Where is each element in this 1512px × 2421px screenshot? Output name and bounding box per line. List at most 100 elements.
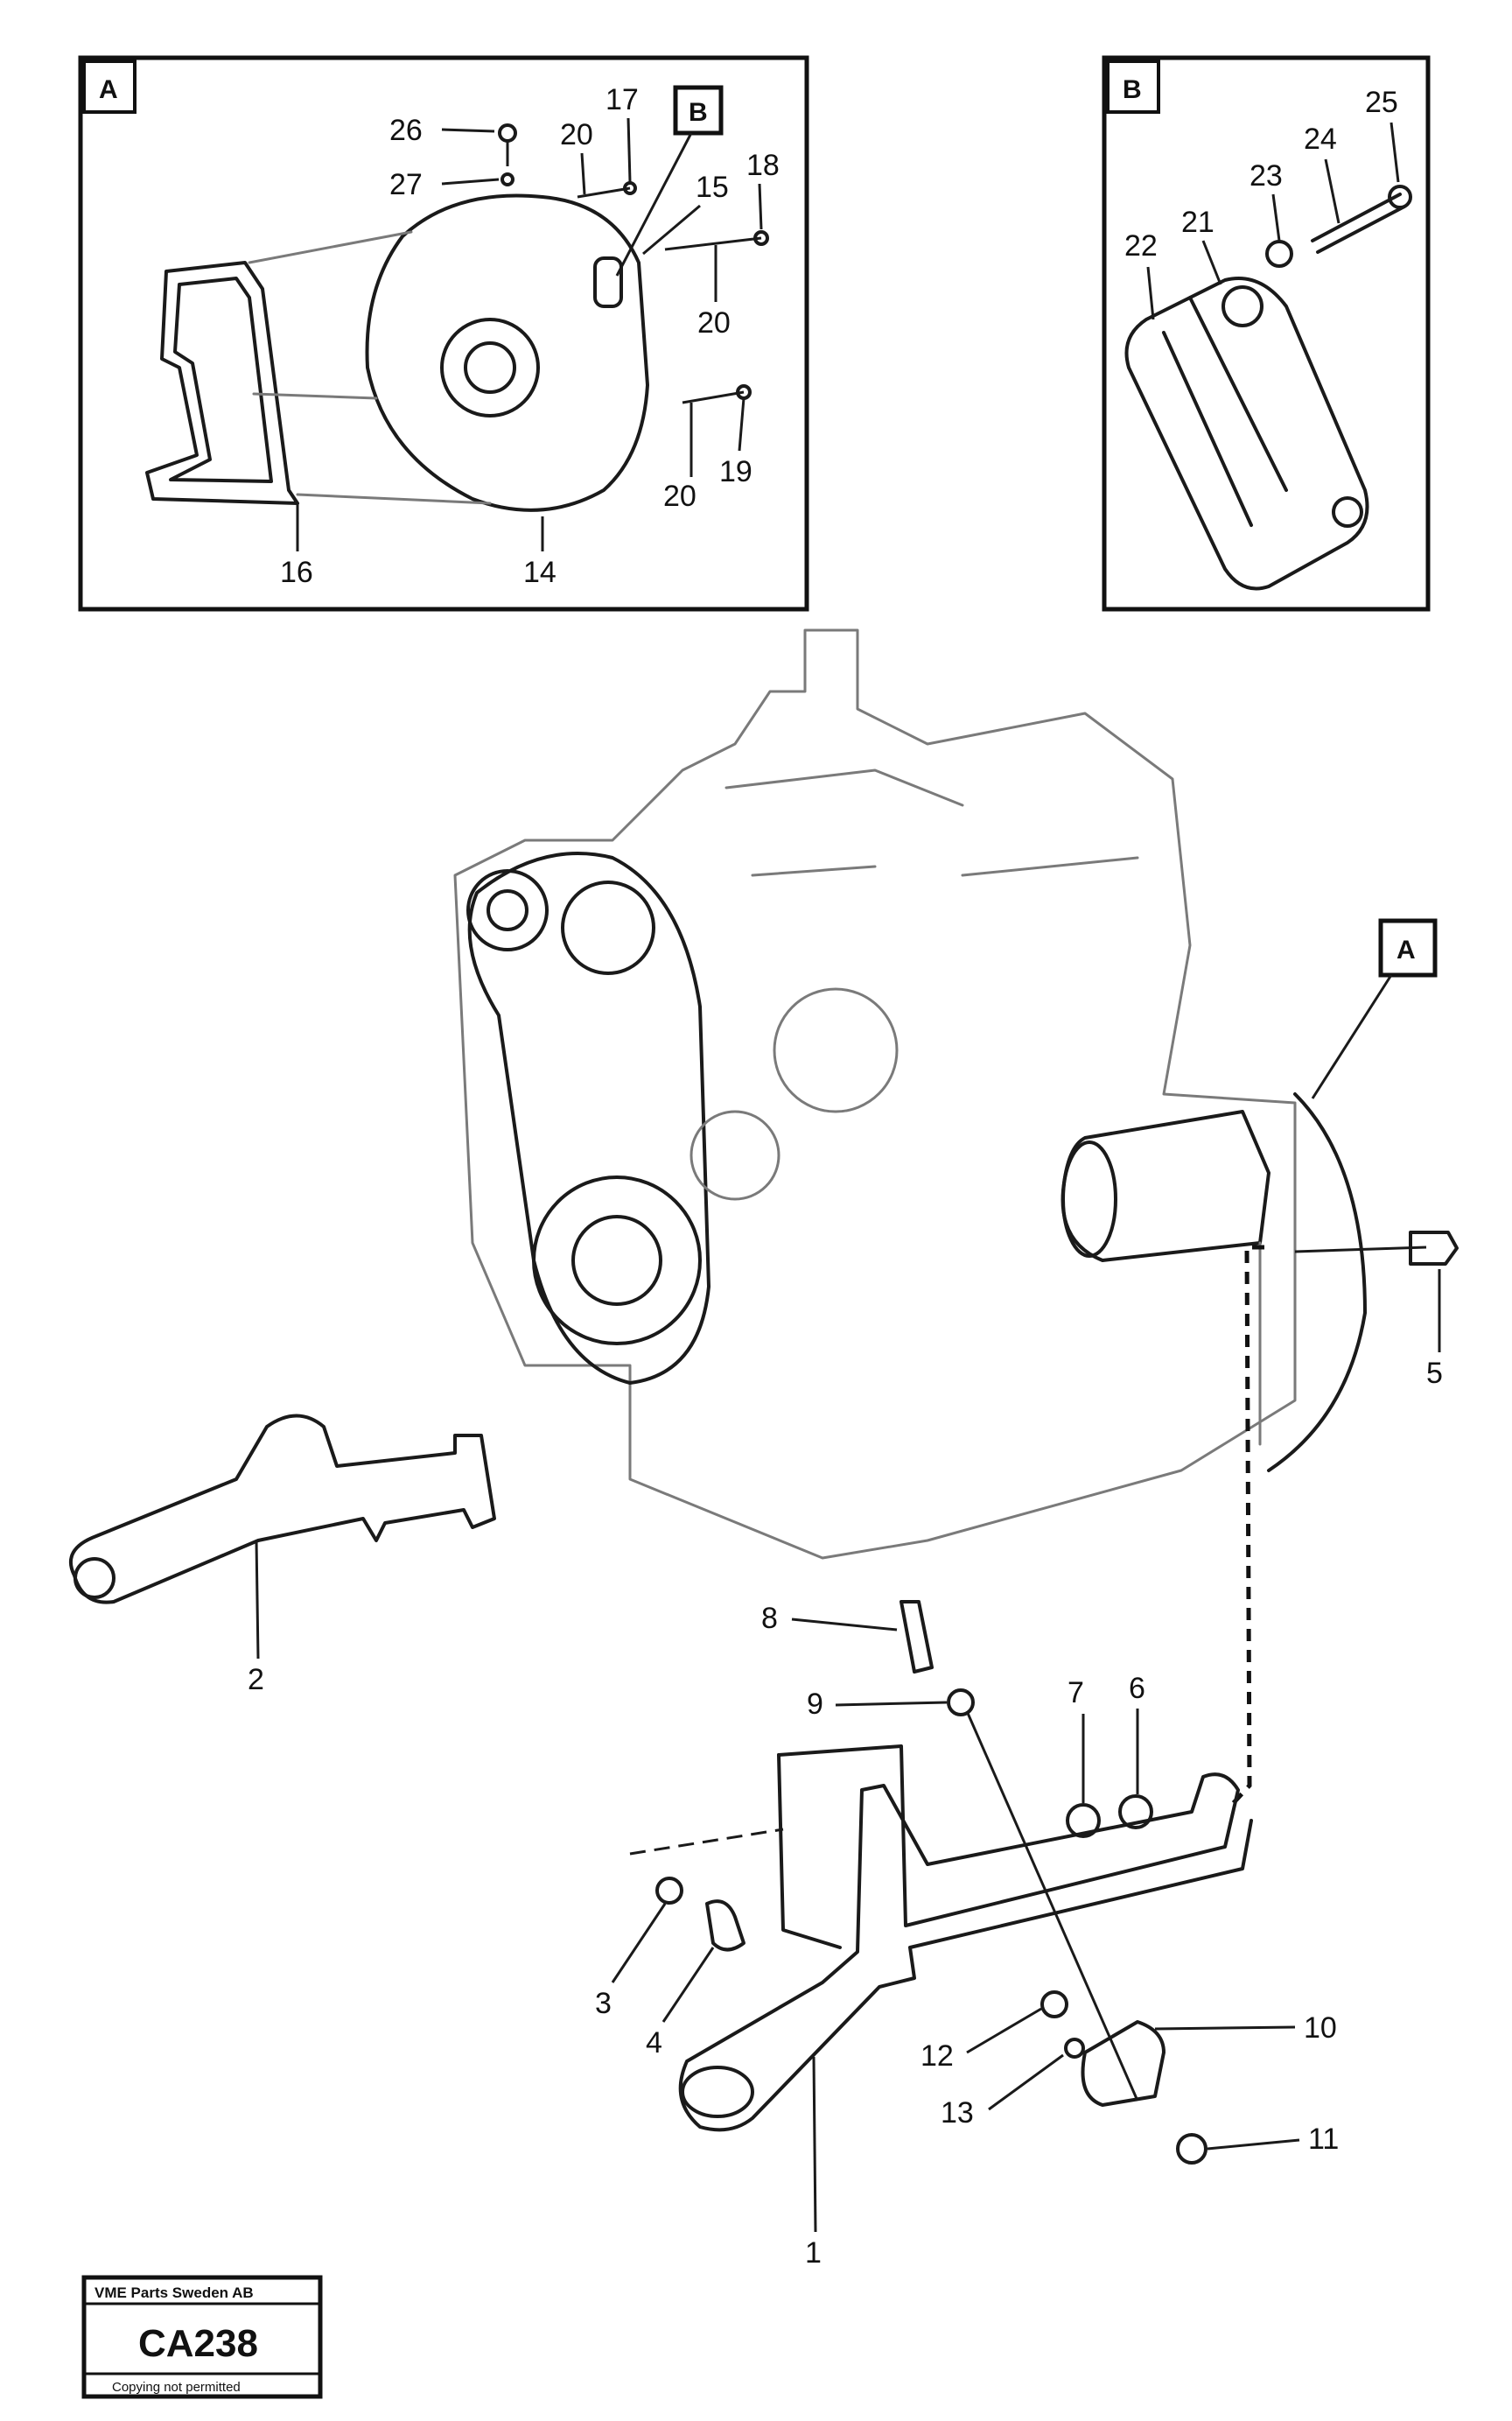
label-22: 22: [1124, 229, 1158, 263]
main-callout-a: A: [1311, 918, 1438, 1099]
cover-hole: [1332, 496, 1363, 528]
engine-block: [453, 628, 1367, 1560]
screw-26: [498, 123, 517, 143]
label-4: 4: [646, 2026, 662, 2060]
label-20-bottom: 20: [663, 480, 696, 513]
detail-a-panel: A B 26 27 20 17: [78, 55, 809, 612]
label-9: 9: [807, 1688, 823, 1721]
cover-body-edges: [1162, 296, 1288, 527]
idler-pulley: [690, 1110, 780, 1201]
assembly-dash-line: [1228, 1245, 1264, 1809]
detail-a-tag-box: [82, 60, 136, 114]
alternator: [1060, 1110, 1270, 1262]
engine-details: [724, 768, 1139, 877]
mount-bracket-1: [678, 1744, 1253, 2132]
detail-b-tag-box: [1106, 60, 1160, 114]
detail-a-labels: 26 27 20 17 15 18 20 16 14 20 19: [280, 83, 780, 589]
label-5: 5: [1426, 1357, 1443, 1390]
nut-7: [1066, 1803, 1101, 1838]
mount-bracket-2-eye: [74, 1557, 116, 1599]
label-26: 26: [389, 114, 423, 147]
tensioner-hub: [486, 889, 528, 931]
washer-13: [1064, 2038, 1085, 2059]
camshaft-pulley: [561, 881, 655, 975]
bolt-8: [900, 1600, 934, 1674]
detail-a-frame: [78, 55, 809, 612]
main-callout-a-leader: [1311, 974, 1393, 1099]
crankshaft-pulley: [532, 1175, 702, 1345]
label-7: 7: [1068, 1676, 1084, 1709]
label-11: 11: [1308, 2123, 1339, 2156]
gasket-16-inner: [169, 277, 273, 483]
detail-b-panel: B 25 24 23 21 22: [1102, 55, 1431, 612]
bolt-12: [1040, 1990, 1068, 2018]
label-18: 18: [746, 149, 780, 182]
washer-3: [655, 1877, 683, 1905]
bolt-18: [664, 236, 762, 251]
label-1: 1: [805, 2236, 822, 2270]
label-15: 15: [696, 171, 729, 204]
bolt-17: [577, 186, 631, 199]
stamp-frame: [81, 2275, 323, 2399]
mount-bracket-1-plate: [777, 1753, 842, 1949]
label-17: 17: [606, 83, 639, 116]
mount-bracket-1-eye: [681, 2066, 754, 2118]
label-24: 24: [1304, 123, 1337, 156]
main-labels: 5 2 8 9 7 6 3 4 10 12 13 11 1: [248, 1269, 1443, 2270]
bolt-18-head: [753, 230, 769, 246]
washer-27: [500, 172, 514, 186]
mount-bracket-2: [69, 1414, 496, 1604]
detail-b-labels: 25 24 23 21 22: [1124, 86, 1400, 320]
gasket-16-shape: [145, 261, 299, 505]
label-12: 12: [920, 2039, 954, 2073]
detail-b-frame: [1102, 55, 1431, 612]
timing-cover-14-shape: [365, 193, 649, 512]
main-callout-a-box: [1378, 918, 1438, 978]
bolt-5: [1294, 1231, 1459, 1266]
label-10: 10: [1304, 2011, 1337, 2045]
label-6: 6: [1129, 1672, 1145, 1705]
label-20-mid: 20: [697, 306, 731, 340]
main-callout-a-tag: A: [1396, 936, 1416, 965]
label-3: 3: [595, 1987, 612, 2020]
housing-outline: [248, 230, 492, 505]
through-bolt-line: [965, 1710, 1139, 2102]
label-23: 23: [1250, 159, 1283, 193]
stamp-footer: Copying not permitted: [112, 2380, 241, 2395]
crankshaft-hub: [571, 1215, 662, 1306]
cover-boss: [1222, 285, 1264, 327]
water-pump: [773, 987, 899, 1113]
label-19: 19: [719, 455, 752, 488]
label-20-top: 20: [560, 118, 593, 151]
stud-24-edge: [1316, 205, 1406, 254]
bolt-5-head: [1409, 1231, 1459, 1266]
washer-23: [1265, 240, 1293, 268]
stamp-code: CA238: [138, 2322, 258, 2365]
label-8: 8: [761, 1602, 778, 1635]
washer-6: [1118, 1794, 1153, 1829]
label-16: 16: [280, 556, 313, 589]
alternator-face: [1061, 1140, 1117, 1258]
stud-24: [1311, 193, 1402, 242]
timing-cover-seal: [440, 318, 540, 418]
bolt-4: [705, 1899, 746, 1952]
timing-belt: [467, 852, 710, 1385]
engine-outline: [453, 628, 1297, 1560]
bracket-1-dash: [629, 1828, 784, 1856]
detail-a-tag: A: [99, 75, 118, 104]
label-25: 25: [1365, 86, 1398, 119]
tensioner-pulley: [466, 869, 549, 951]
label-2: 2: [248, 1663, 264, 1696]
nut-25: [1388, 185, 1412, 209]
detail-a-sub-tag: B: [689, 98, 708, 127]
rubber-mount-10: [1081, 2020, 1166, 2107]
washer-9: [947, 1688, 975, 1716]
sub-tag-leader: [615, 132, 693, 277]
nut-11: [1176, 2133, 1208, 2165]
cover-body-shape: [1124, 277, 1369, 591]
label-27: 27: [389, 168, 423, 201]
label-13: 13: [941, 2096, 974, 2130]
housing-edge: [1267, 1092, 1367, 1472]
detail-b-tag: B: [1123, 75, 1142, 104]
